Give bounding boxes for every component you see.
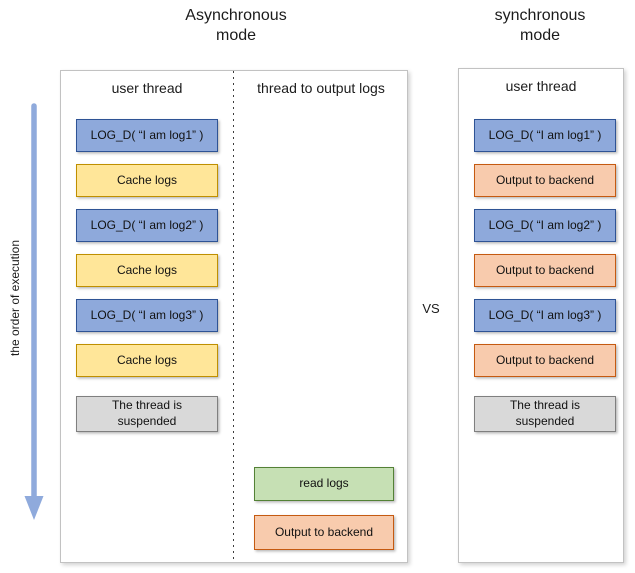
step-box: Output to backend	[474, 164, 616, 197]
step-box: LOG_D( “I am log1” )	[76, 119, 218, 152]
step-box: Output to backend	[254, 515, 394, 550]
step-box: Output to backend	[474, 254, 616, 287]
thread-divider-dotted-line	[233, 71, 234, 562]
output-thread-header: thread to output logs	[257, 80, 385, 96]
sync-mode-title: synchronous mode	[494, 7, 586, 44]
step-box: Cache logs	[76, 344, 218, 377]
async-panel: user thread thread to output logs LOG_D(…	[60, 70, 408, 563]
user-thread-header: user thread	[111, 80, 183, 96]
step-box: The thread is suspended	[474, 396, 616, 432]
sync-panel: user thread LOG_D( “I am log1” ) Output …	[458, 68, 624, 563]
step-box: Cache logs	[76, 164, 218, 197]
vs-label: VS	[422, 301, 440, 316]
step-box: Cache logs	[76, 254, 218, 287]
async-mode-title: Asynchronous mode	[185, 7, 287, 44]
execution-order-label: the order of execution	[8, 239, 22, 357]
step-box: LOG_D( “I am log3” )	[474, 299, 616, 332]
step-box: LOG_D( “I am log2” )	[474, 209, 616, 242]
step-box: LOG_D( “I am log3” )	[76, 299, 218, 332]
down-arrow-icon	[24, 103, 44, 520]
step-box: LOG_D( “I am log2” )	[76, 209, 218, 242]
step-box: Output to backend	[474, 344, 616, 377]
step-box: The thread is suspended	[76, 396, 218, 432]
user-thread-header: user thread	[505, 78, 577, 94]
step-box: LOG_D( “I am log1” )	[474, 119, 616, 152]
step-box: read logs	[254, 467, 394, 501]
